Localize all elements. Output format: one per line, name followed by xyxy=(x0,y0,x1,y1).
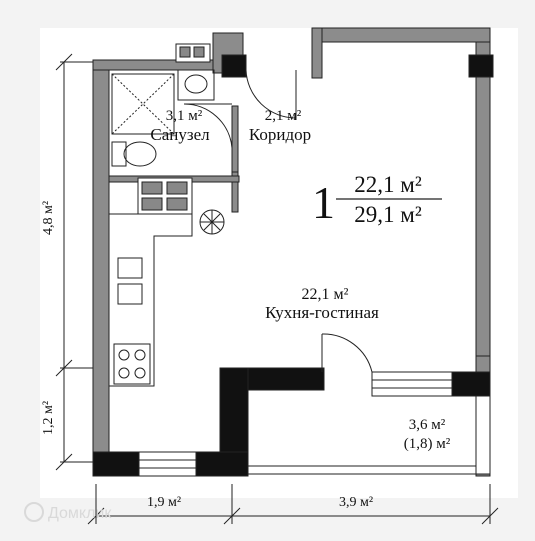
walls xyxy=(92,27,494,477)
watermark-text: Домклик xyxy=(48,505,112,522)
windows xyxy=(138,371,491,477)
balcony-area: 3,6 м² xyxy=(409,417,446,433)
watermark: Домклик xyxy=(24,502,112,522)
rooms-count: 1 xyxy=(312,177,335,228)
fixtures xyxy=(109,69,225,387)
watermark-logo-icon xyxy=(24,502,44,522)
plan-sheet xyxy=(40,28,518,498)
dimension-left-lower: 1,2 м² xyxy=(41,401,56,435)
dimension-bottom-left: 1,9 м² xyxy=(147,495,181,510)
kitchen-living-name: Кухня-гостиная xyxy=(265,303,379,322)
bathroom-area: 3,1 м² xyxy=(166,108,203,124)
corridor-area: 2,1 м² xyxy=(265,108,302,124)
total-area: 29,1 м² xyxy=(354,202,422,227)
dimension-lines xyxy=(55,53,499,525)
kitchen-living-area: 22,1 м² xyxy=(302,286,349,303)
bathroom-name: Санузел xyxy=(150,125,210,144)
corridor-name: Коридор xyxy=(249,125,311,144)
living-area: 22,1 м² xyxy=(354,172,422,197)
dimension-left-upper: 4,8 м² xyxy=(41,201,56,235)
dimension-bottom-right: 3,9 м² xyxy=(339,495,373,510)
balcony-reduced-area: (1,8) м² xyxy=(404,436,451,452)
doors xyxy=(183,69,373,373)
